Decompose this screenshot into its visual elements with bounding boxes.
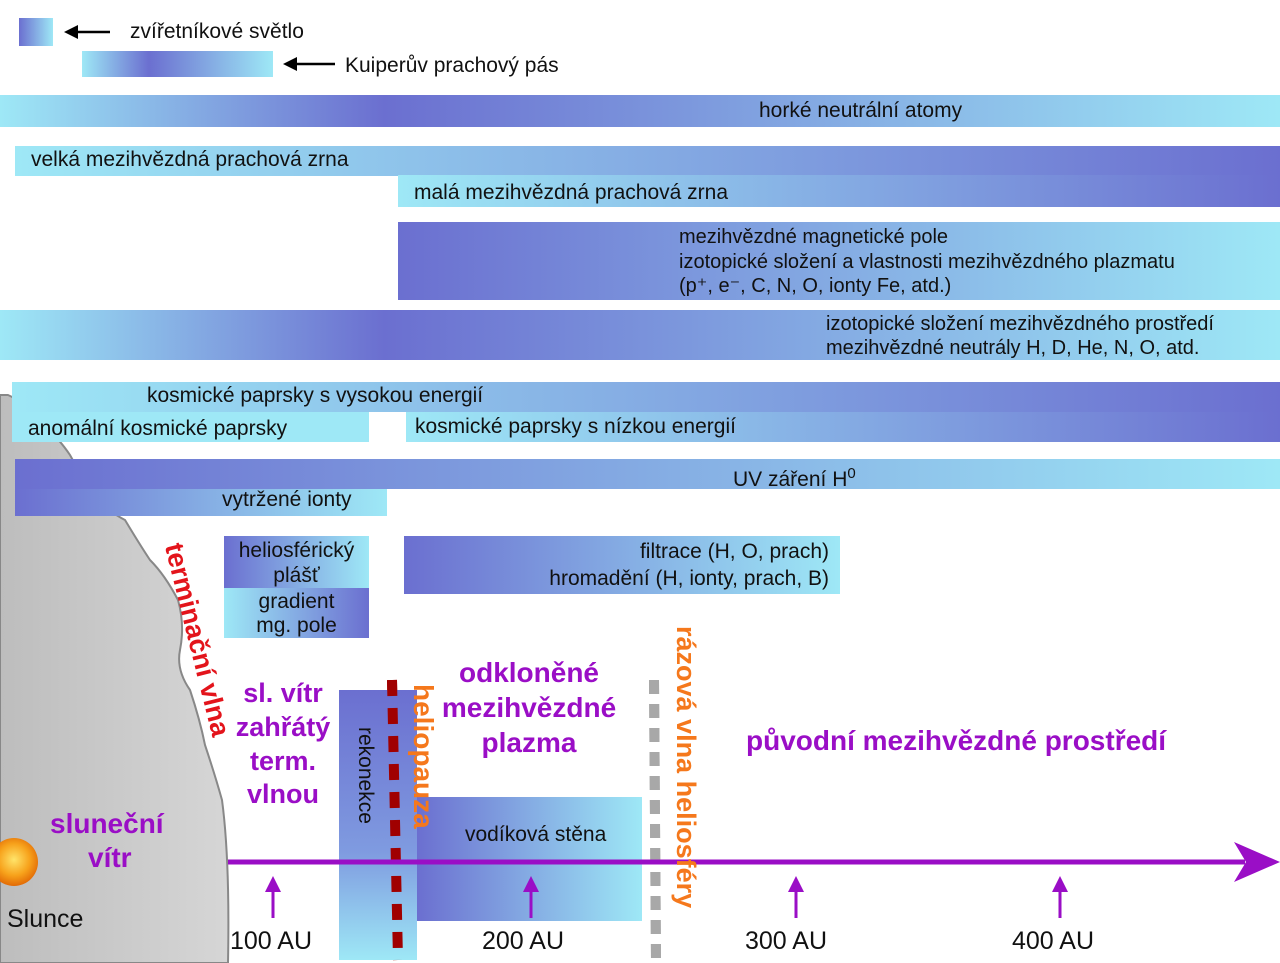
uv-radiation-label: UV záření H0 [733,461,856,492]
medium-line1: izotopické složení mezihvězdného prostře… [826,313,1214,335]
heated-line3: term. [249,746,317,776]
tick-400au: 400 AU [1012,927,1095,955]
solar-wind-line2: vítr [88,842,132,873]
bar-magnetic-gradient [224,588,369,638]
heated-line4: vlnou [247,779,319,809]
bar-heliosheath [224,536,369,588]
gradient-line1: gradient [258,590,335,613]
uv-radiation-text: UV záření H [733,468,848,491]
sheath-line2: plášť [273,564,320,587]
tick-200au: 200 AU [482,927,565,955]
legend-zodiacal-label: zvířetníkové světlo [130,20,304,43]
bow-shock-line [649,679,661,961]
bar-low-energy-cr [406,412,1280,442]
sheath-line1: heliosférický [238,539,355,562]
heated-line2: zahřátý [235,712,331,742]
bar-magnetic-field [398,222,1280,300]
pickup-ions-label: vytržené ionty [222,488,352,511]
bar-high-energy-cr [12,382,1280,412]
bar-uv-radiation [15,459,1280,489]
solar-wind-line1: sluneční [50,808,164,839]
low-energy-cr-label: kosmické paprsky s nízkou energií [415,415,736,438]
large-dust-label: velká mezihvězdná prachová zrna [31,148,349,171]
tick-100au: 100 AU [230,927,313,955]
tick-300au: 300 AU [745,927,828,955]
filtration-line1: filtrace (H, O, prach) [639,540,829,563]
medium-line2: mezihvězdné neutrály H, D, He, N, O, atd… [826,337,1200,359]
heated-line1: sl. vítr [243,678,323,708]
magnetic-line1: mezihvězdné magnetické pole [679,226,949,248]
hot-neutral-atoms-label: horké neutrální atomy [759,99,963,122]
bar-reconnection [339,690,417,960]
legend-kuiper-label: Kuiperův prachový pás [345,54,559,77]
bar-interstellar-medium [0,310,1280,360]
pristine-medium-label: původní mezihvězdné prostředí [746,725,1167,756]
filtration-line2: hromadění (H, ionty, prach, B) [549,567,829,590]
legend-kuiper-swatch [82,51,273,77]
bar-hydrogen-wall [417,797,642,921]
deflected-line2: mezihvězdné [441,692,617,723]
termination-shock-region [0,394,230,963]
hydrogen-wall-label: vodíková stěna [465,823,607,846]
bow-shock-label: rázová vlna heliosféry [671,626,701,909]
deflected-line3: plazma [481,727,577,758]
bar-filtration [404,536,840,594]
bar-small-dust [398,175,1280,207]
magnetic-line3: (p⁺, e⁻, C, N, O, ionty Fe, atd.) [679,275,952,297]
sun-label: Slunce [7,905,84,933]
bar-large-dust [15,146,1280,176]
reconnection-label: rekonekce [354,727,377,824]
magnetic-line2: izotopické složení a vlastnosti mezihvěz… [679,251,1175,273]
legend-zodiacal-swatch [19,18,53,46]
bar-hot-neutral-atoms [0,95,1280,127]
uv-superscript: 0 [847,465,856,482]
anomalous-cr-label: anomální kosmické paprsky [28,417,288,440]
gradient-line2: mg. pole [256,614,337,637]
small-dust-label: malá mezihvězdná prachová zrna [414,181,728,204]
deflected-line1: odkloněné [458,657,599,688]
sun-icon [0,838,38,886]
bar-anomalous-cr [12,412,369,442]
high-energy-cr-label: kosmické paprsky s vysokou energií [147,384,484,407]
bar-pickup-ions [15,489,387,516]
